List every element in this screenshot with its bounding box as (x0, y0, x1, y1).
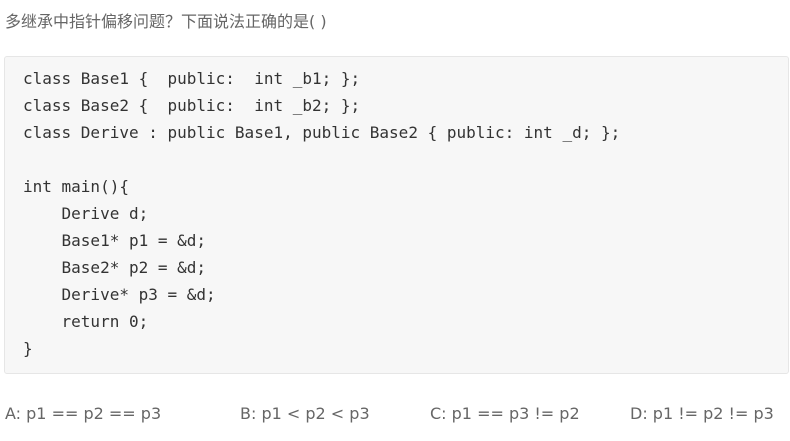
code-line: Derive* p3 = &d; (23, 285, 216, 304)
option-a[interactable]: A: p1 == p2 == p3 (5, 404, 162, 423)
code-block: class Base1 { public: int _b1; }; class … (4, 56, 789, 374)
code-line: class Derive : public Base1, public Base… (23, 123, 621, 142)
option-b[interactable]: B: p1 < p2 < p3 (240, 404, 370, 423)
code-line: } (23, 339, 33, 358)
option-d[interactable]: D: p1 != p2 != p3 (630, 404, 774, 423)
code-line: Base1* p1 = &d; (23, 231, 207, 250)
question-text: 多继承中指针偏移问题？下面说法正确的是( ) (5, 12, 327, 31)
code-line: class Base2 { public: int _b2; }; (23, 96, 361, 115)
code-line: int main(){ (23, 177, 129, 196)
code-line: Derive d; (23, 204, 149, 223)
code-line: return 0; (23, 312, 149, 331)
code-line: Base2* p2 = &d; (23, 258, 207, 277)
answer-options: A: p1 == p2 == p3 B: p1 < p2 < p3 C: p1 … (0, 404, 790, 428)
code-line: class Base1 { public: int _b1; }; (23, 69, 361, 88)
option-c[interactable]: C: p1 == p3 != p2 (430, 404, 580, 423)
